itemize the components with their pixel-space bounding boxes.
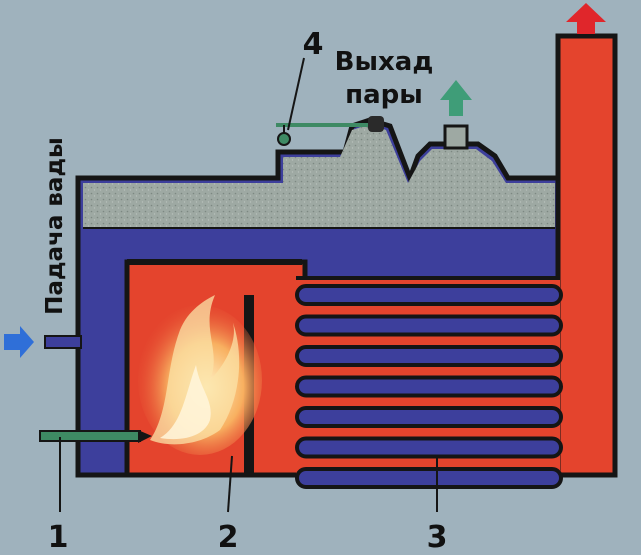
fire-tube: [295, 375, 563, 398]
callout-line-4: [287, 57, 305, 131]
flame-core: [160, 365, 211, 440]
callout-line-2: [227, 455, 233, 513]
callout-number-3: 3: [427, 520, 448, 551]
fire-tube: [295, 284, 563, 306]
furnace-top-cover: [127, 259, 302, 265]
exhaust-arrow-icon: [566, 3, 606, 34]
steam-outlet-label-line2: пары: [345, 80, 423, 110]
callout-number-2: 2: [218, 520, 239, 551]
steam-outlet-pipe: [443, 124, 469, 150]
steam-outlet-label-line1: Выхад: [335, 47, 434, 77]
water-inlet-arrow-icon: [4, 326, 34, 358]
callout-number-4: 4: [303, 27, 324, 62]
callout-number-1: 1: [48, 520, 69, 551]
water-inlet-label: Падача вады: [42, 137, 68, 315]
chimney: [555, 33, 618, 478]
steam-outlet-arrow-icon: [440, 80, 472, 116]
fire-tube: [295, 314, 563, 337]
burner-pipe: [39, 430, 141, 442]
fire-tubes: [295, 284, 563, 489]
fire-tube: [295, 406, 563, 428]
fire-tube: [295, 345, 563, 367]
safety-valve-body: [368, 116, 384, 132]
fire-tube: [295, 436, 563, 459]
steam-space: [83, 124, 555, 228]
fire-tube: [295, 467, 563, 489]
burner-nozzle: [138, 430, 152, 443]
safety-valve-weight: [277, 132, 291, 146]
water-inlet-pipe: [44, 335, 82, 349]
